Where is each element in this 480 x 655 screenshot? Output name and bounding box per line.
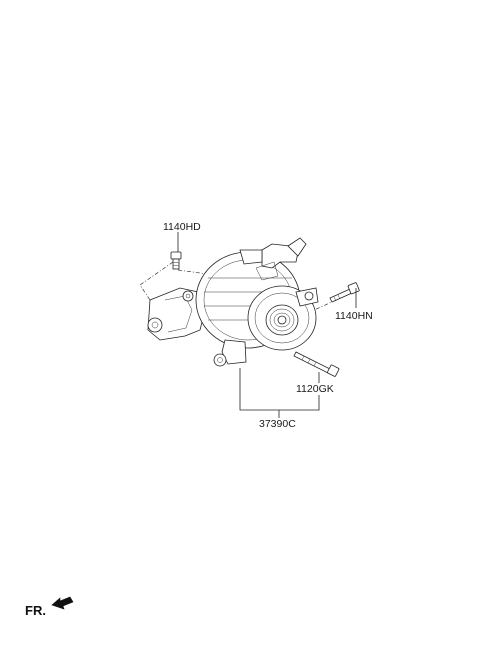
bolt-1140HN: [329, 282, 360, 303]
front-direction-label: FR.: [25, 603, 46, 618]
part-label-37390C: 37390C: [259, 418, 296, 430]
bolt-1120GK: [293, 351, 340, 377]
bolt-1140HD: [170, 251, 182, 270]
part-label-1140HN: 1140HN: [335, 310, 373, 322]
leader-lines: [177, 232, 357, 418]
part-label-1140HD: 1140HD: [163, 221, 201, 233]
alternator-body: [195, 237, 319, 367]
part-label-1120GK: 1120GK: [296, 383, 334, 395]
phantom-lines: [139, 261, 337, 313]
arrow-icon: [51, 596, 74, 610]
mounting-bracket: [147, 287, 206, 341]
